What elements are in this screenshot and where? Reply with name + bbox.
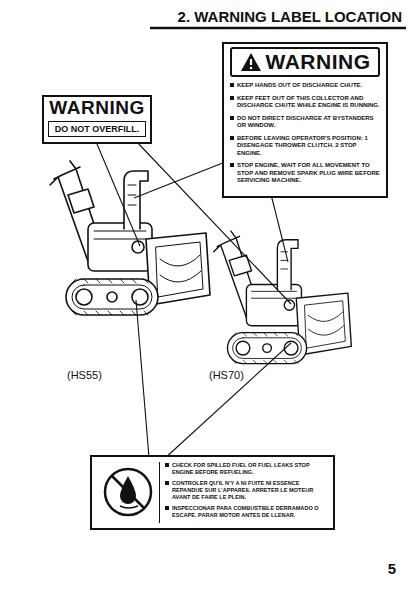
warning-triangle: [240, 52, 262, 72]
fuel-warning-label: CHECK FOR SPILLED FUEL OR FUEL LEAKS STO…: [90, 455, 335, 530]
label-text: KEEP HANDS OUT OF DISCHARGE CHUTE.: [230, 82, 380, 90]
no-fuel-spill-symbol: [97, 462, 160, 523]
label-text: CHECK FOR SPILLED FUEL OR FUEL LEAKS STO…: [165, 462, 328, 476]
prohibition-icon: [102, 466, 154, 518]
leader-line: [272, 198, 288, 263]
page-title: 2. WARNING LABEL LOCATION: [178, 8, 402, 25]
model-caption: (HS55): [67, 369, 102, 381]
label-body: CHECK FOR SPILLED FUEL OR FUEL LEAKS STO…: [165, 462, 328, 523]
label-text: BEFORE LEAVING OPERATOR'S POSITION: 1 DI…: [230, 135, 380, 158]
label-text: CONTROLER QU'IL N'Y A NI FUITE NI ESSENC…: [165, 480, 328, 501]
snowblower-hs55: [50, 161, 210, 315]
warning-label: WARNING DO NOT OVERFILL.: [42, 95, 152, 144]
label-text: STOP ENGINE, WAIT FOR ALL MOVEMENT TO ST…: [230, 162, 380, 185]
leader-line: [136, 300, 149, 455]
model-caption: (HS70): [209, 369, 244, 381]
label-text: DO NOT OVERFILL.: [48, 121, 146, 137]
label-text: INSPECCIONAR PARA COMBUSTIBLE DERRAMADO …: [165, 505, 328, 519]
label-heading-row: WARNING: [230, 47, 380, 77]
machine-figure: (HS55): [45, 145, 215, 385]
warning-label: WARNING KEEP HANDS OUT OF DISCHARGE CHUTE…: [222, 42, 388, 198]
machine-figure: (HS70): [205, 215, 390, 385]
snowblower-hs70: [214, 231, 352, 363]
page-number: 5: [388, 560, 396, 577]
leader-line: [168, 343, 291, 455]
label-text: KEEP FEET OUT OF THIS COLLECTOR AND DISC…: [230, 95, 380, 110]
leader-line: [134, 163, 222, 198]
label-text: DO NOT DIRECT DISCHARGE AT BYSTANDERS OR…: [230, 115, 380, 130]
label-heading: WARNING: [266, 50, 371, 74]
leader-line: [97, 144, 140, 246]
label-heading: WARNING: [44, 97, 150, 119]
